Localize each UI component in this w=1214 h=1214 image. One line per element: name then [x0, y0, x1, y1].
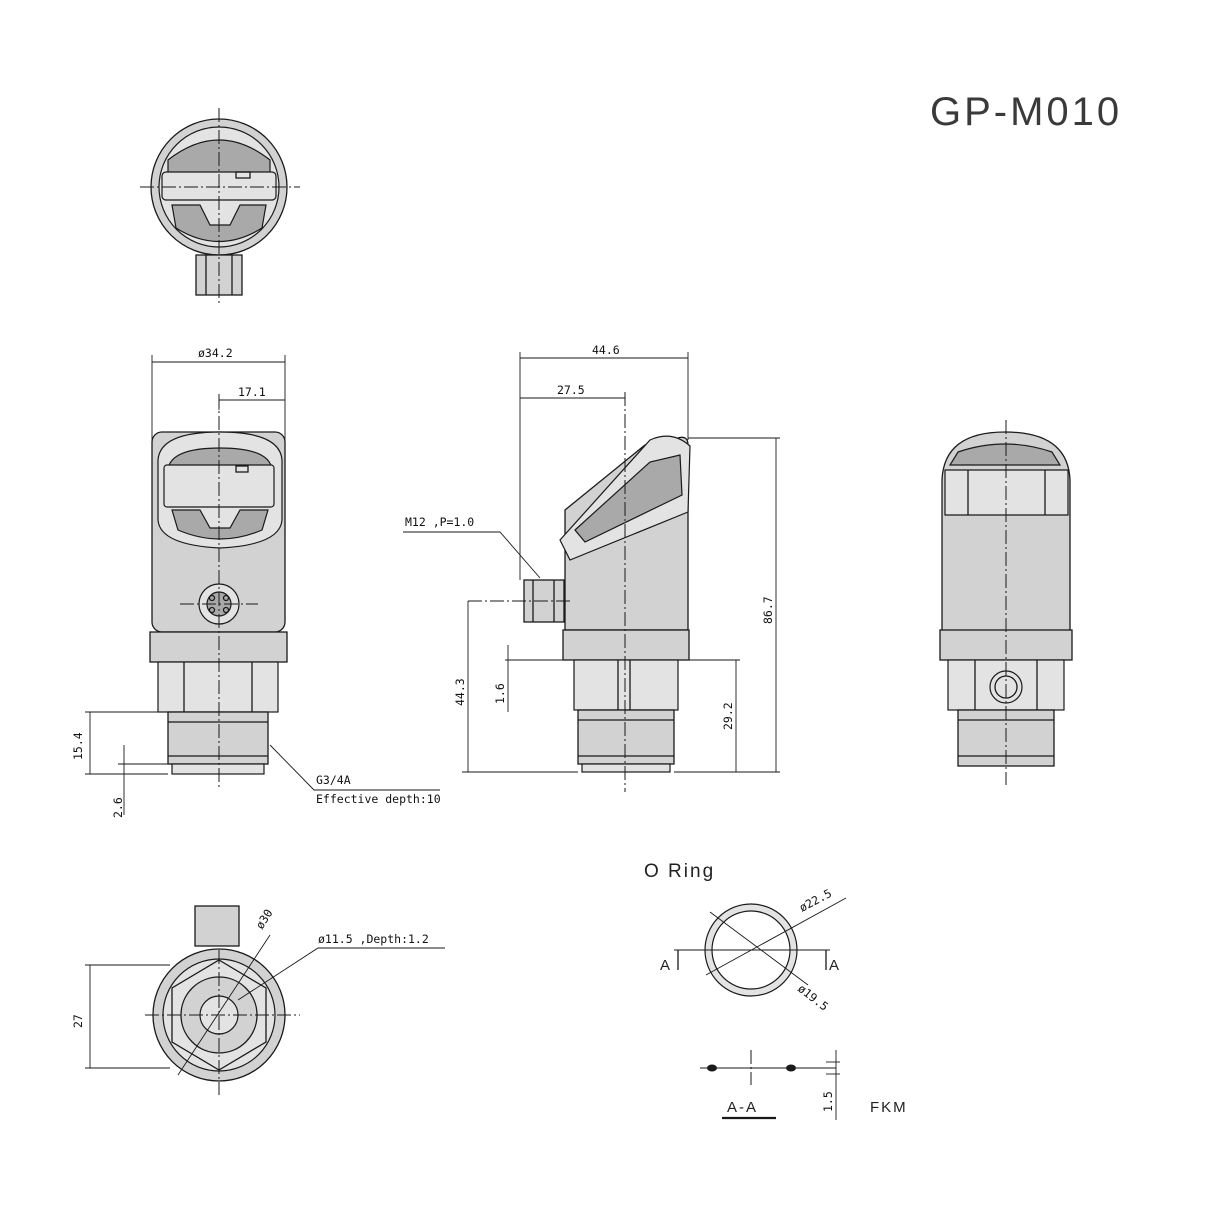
bottom-view — [145, 905, 300, 1095]
dim-dia-11-5: ø11.5 ,Depth:1.2 — [318, 932, 429, 946]
section-a-right: A — [829, 957, 841, 974]
dim-86-7: 86.7 — [761, 596, 775, 624]
thread-depth-label: Effective depth:10 — [316, 792, 441, 806]
dim-27-5: 27.5 — [557, 383, 585, 397]
bottom-dimensions: 27 ø30 ø11.5 ,Depth:1.2 — [71, 906, 445, 1069]
dim-29-2: 29.2 — [721, 702, 735, 730]
material-label: FKM — [870, 1099, 908, 1116]
dim-1-6: 1.6 — [493, 683, 507, 704]
o-ring-label: O Ring — [644, 861, 715, 882]
front-view — [149, 394, 288, 790]
dim-dia-19-5: ø19.5 — [795, 981, 831, 1013]
rear-view — [939, 420, 1073, 785]
dim-44-6: 44.6 — [592, 343, 620, 357]
thread-label: G3/4A — [316, 773, 351, 787]
o-ring-detail: O Ring A A ø22.5 ø19.5 — [644, 861, 847, 1014]
side-dimensions: 44.6 27.5 86.7 44.3 1.6 29.2 M12 ,P=1.0 — [403, 343, 780, 773]
front-dimensions: ø34.2 17.1 15.4 2.6 G3/4A Effective dept… — [71, 346, 441, 818]
dim-27: 27 — [71, 1014, 85, 1028]
dim-17-1: 17.1 — [238, 385, 266, 399]
dim-dia-30: ø30 — [253, 906, 276, 931]
dim-dia-22-5: ø22.5 — [797, 886, 834, 915]
dim-1-5: 1.5 — [821, 1091, 835, 1112]
dim-dia-34-2: ø34.2 — [198, 346, 233, 360]
dim-15-4: 15.4 — [71, 732, 85, 760]
connector-label: M12 ,P=1.0 — [405, 515, 474, 529]
section-label: A-A — [727, 1099, 758, 1116]
side-view — [468, 392, 691, 792]
dim-44-3: 44.3 — [453, 678, 467, 706]
dim-2-6: 2.6 — [111, 797, 125, 818]
section-a-left: A — [660, 957, 672, 974]
section-a-a: 1.5 A-A FKM — [700, 1050, 908, 1120]
top-view — [140, 108, 300, 305]
model-title: GP-M010 — [930, 90, 1122, 134]
